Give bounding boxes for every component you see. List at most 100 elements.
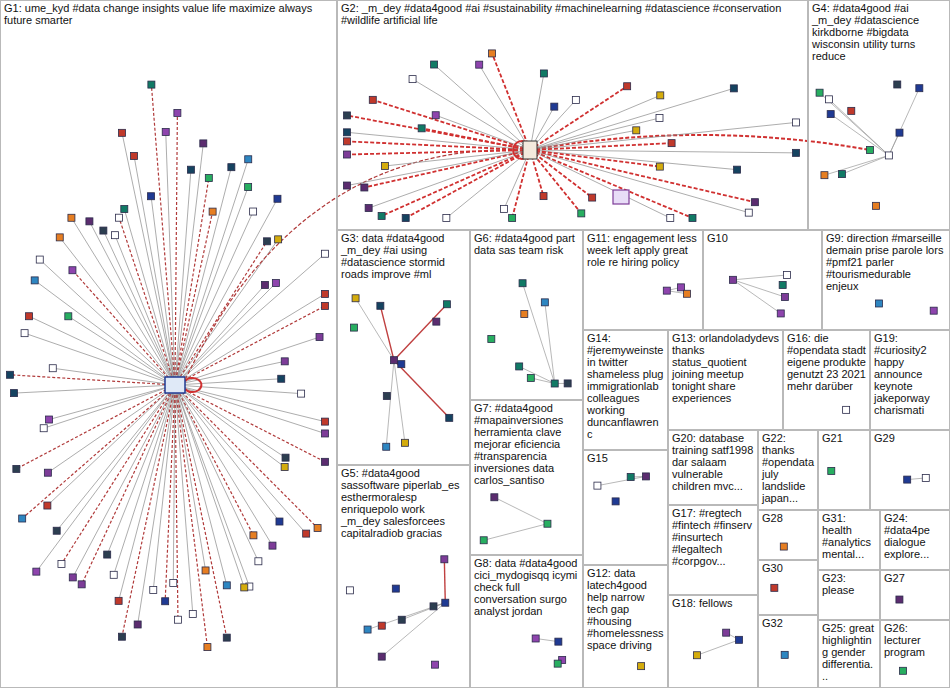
vertex-icon: [19, 515, 26, 522]
vertex-icon: [885, 152, 892, 159]
group-box: G11: engagement less week left apply gre…: [583, 230, 703, 330]
tie-line: [175, 385, 193, 614]
group-box: G27: [880, 570, 950, 620]
tie-line: [166, 132, 175, 385]
vertex-icon: [555, 638, 562, 645]
tie-line: [444, 559, 446, 602]
vertex-icon: [838, 171, 845, 178]
vertex-icon: [401, 439, 408, 446]
tie-line: [175, 294, 325, 385]
vertex-icon: [441, 556, 448, 563]
vertex-icon: [53, 527, 60, 534]
vertex-icon: [112, 232, 119, 239]
vertex-icon: [245, 156, 252, 163]
tie-line: [175, 385, 227, 638]
group-box: G14: #jeremyweinstein twitter shameless …: [583, 330, 668, 450]
vertex-icon: [170, 579, 177, 586]
vertex-icon: [480, 537, 487, 544]
vertex-icon: [900, 667, 907, 674]
vertex-icon: [409, 76, 416, 83]
vertex-icon: [554, 660, 561, 667]
group-heading: G9: direction #marseille demain prise pa…: [823, 231, 949, 293]
group-heading: G19: #curiosity2 happy announce keynote …: [871, 331, 949, 417]
vertex-icon: [663, 287, 670, 294]
vertex-icon: [344, 138, 351, 145]
group-heading: G24: #data4pe dialogue explore...: [881, 511, 949, 561]
vertex-icon: [677, 284, 684, 291]
group-heading: G27: [881, 571, 949, 585]
group-box: G24: #data4pe dialogue explore...: [880, 510, 950, 570]
tie-line: [831, 114, 889, 155]
tie-line: [175, 379, 281, 385]
vertex-icon: [110, 571, 117, 578]
vertex-icon: [162, 598, 169, 605]
vertex-icon: [544, 520, 551, 527]
vertex-icon: [322, 458, 329, 465]
vertex-icon: [540, 193, 547, 200]
vertex-icon: [150, 587, 157, 594]
vertex-icon: [209, 208, 216, 215]
group-heading: G15: [584, 451, 667, 465]
tie-line: [347, 150, 530, 155]
group-box: G17: #regtech #fintech #finserv #insurte…: [668, 505, 758, 595]
tie-line: [530, 150, 592, 198]
vertex-icon: [378, 653, 385, 660]
vertex-icon: [369, 96, 376, 103]
vertex-icon: [272, 280, 279, 287]
vertex-icon: [843, 406, 850, 413]
vertex-icon: [564, 380, 571, 387]
tie-line: [175, 199, 277, 385]
vertex-icon: [730, 85, 737, 92]
tie-line: [380, 306, 394, 360]
group-box: G19: #curiosity2 happy announce keynote …: [870, 330, 950, 430]
vertex-icon: [500, 205, 507, 212]
tie-line: [175, 385, 253, 535]
vertex-icon: [551, 380, 558, 387]
vertex-icon: [516, 363, 523, 370]
group-box: G2: _m_dey #data4good #ai #sustainabilit…: [337, 0, 808, 230]
vertex-icon: [657, 92, 664, 99]
group-heading: G10: [704, 231, 821, 245]
vertex-icon: [134, 621, 141, 628]
tie-line: [394, 360, 405, 443]
group-heading: G12: data latech4good help narrow tech g…: [584, 566, 667, 652]
vertex-icon: [261, 281, 268, 288]
vertex-icon: [58, 561, 65, 568]
vertex-icon: [446, 414, 453, 421]
tie-line: [373, 100, 530, 150]
vertex-icon: [276, 518, 283, 525]
tie-line: [530, 150, 796, 153]
group-box: G23: please: [818, 570, 880, 620]
tie-line: [530, 86, 627, 150]
vertex-icon: [250, 208, 257, 215]
tie-line: [173, 385, 175, 583]
vertex-icon: [541, 299, 548, 306]
tie-line: [175, 113, 177, 385]
vertex-icon: [281, 358, 288, 365]
vertex-icon: [745, 209, 752, 216]
vertex-icon: [189, 610, 196, 617]
vertex-icon: [228, 164, 235, 171]
vertex-icon: [572, 97, 579, 104]
group-box: G29: [870, 430, 950, 510]
vertex-icon: [21, 330, 28, 337]
tie-line: [479, 65, 530, 150]
tie-line: [175, 187, 248, 385]
tie-line: [175, 306, 325, 385]
vertex-icon: [398, 361, 405, 368]
vertex-icon: [612, 498, 619, 505]
vertex-icon: [344, 129, 351, 136]
vertex-icon: [779, 281, 786, 288]
group-heading: G32: [759, 616, 817, 630]
tie-line: [175, 385, 279, 522]
vertex-icon: [771, 584, 778, 591]
tie-line: [364, 150, 530, 187]
hub-icon: [165, 377, 185, 393]
vertex-icon: [162, 128, 169, 135]
tie-line: [122, 133, 175, 385]
vertex-icon: [118, 633, 125, 640]
vertex-icon: [916, 85, 923, 92]
group-box: G26: lecturer program: [880, 620, 950, 688]
tie-line: [394, 360, 449, 418]
vertex-icon: [344, 182, 351, 189]
